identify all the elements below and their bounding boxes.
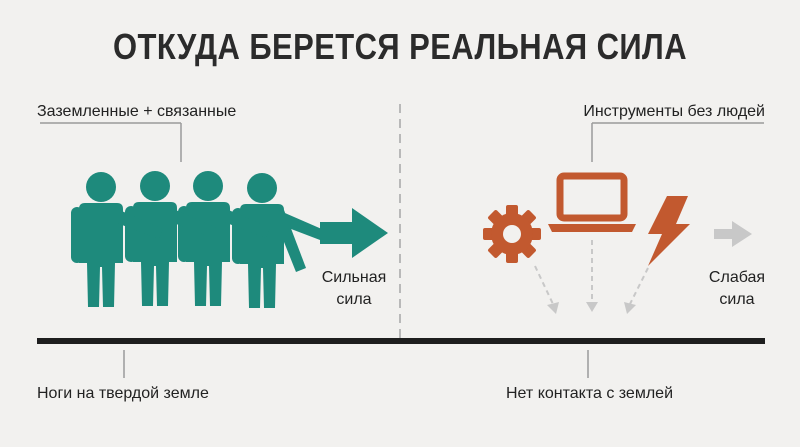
- lightning-icon: [648, 196, 690, 266]
- strong-power-line1: Сильная: [321, 269, 387, 286]
- strong-power-line2: сила: [336, 291, 372, 308]
- page-title: ОТКУДА БЕРЕТСЯ РЕАЛЬНАЯ СИЛА: [112, 26, 687, 67]
- person-4-arm-icon: [276, 210, 306, 272]
- tool-down-arrows: [534, 240, 649, 305]
- weak-power-arrow-icon: [714, 221, 752, 247]
- strong-power-label: Сильная сила: [314, 267, 394, 311]
- tools-without-people-label: Инструменты без людей: [583, 103, 765, 120]
- weak-power-line2: сила: [719, 291, 755, 308]
- gear-arrowhead: [547, 302, 559, 314]
- gear-down-arrow: [534, 265, 554, 305]
- feet-on-ground-label: Ноги на твердой земле: [37, 385, 209, 402]
- weak-power-line1: Слабая: [708, 269, 766, 286]
- laptop-arrowhead: [586, 302, 598, 312]
- tool-arrowheads: [547, 302, 636, 314]
- gear-icon: [483, 205, 541, 263]
- people-group-icon: [71, 171, 324, 308]
- lightning-down-arrow: [629, 267, 649, 305]
- grounded-connected-label: Заземленные + связанные: [37, 103, 237, 120]
- laptop-icon: [548, 172, 636, 232]
- no-ground-contact-label: Нет контакта с землей: [506, 385, 673, 402]
- person-4-icon: [232, 173, 324, 308]
- ground-line: [37, 338, 765, 344]
- lightning-arrowhead: [624, 302, 636, 314]
- weak-power-label: Слабая сила: [697, 267, 777, 311]
- strong-power-arrow-icon: [320, 208, 388, 258]
